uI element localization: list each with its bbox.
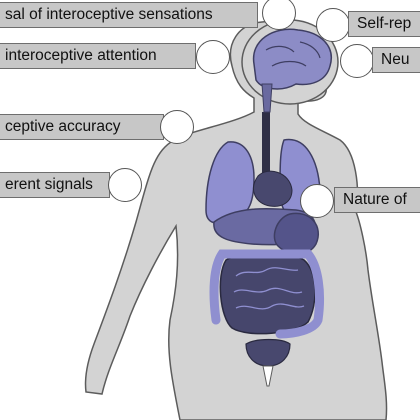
label-afferent: erent signals [0, 172, 110, 198]
label-self-rep-text: Self-rep [357, 15, 412, 32]
label-appraisal-text: sal of interoceptive sensations [5, 6, 213, 23]
urethra [262, 365, 274, 387]
marker-nature [300, 184, 334, 218]
colon [209, 249, 325, 339]
label-appraisal: sal of interoceptive sensations [0, 2, 258, 28]
marker-appraisal [262, 0, 296, 30]
brain [252, 28, 332, 90]
label-neural: Neu [372, 47, 420, 73]
label-nature: Nature of [334, 187, 420, 213]
label-nature-text: Nature of [343, 191, 407, 208]
brain-stem [261, 83, 273, 113]
marker-neural [340, 44, 374, 78]
label-attention: interoceptive attention [0, 43, 196, 69]
spinal-cord [262, 112, 270, 180]
label-accuracy: ceptive accuracy [0, 114, 164, 140]
bladder [245, 338, 291, 367]
intestine [219, 251, 316, 335]
label-attention-text: interoceptive attention [5, 47, 157, 64]
marker-self-rep [316, 8, 350, 42]
brain-gyri [265, 41, 321, 67]
label-accuracy-text: ceptive accuracy [5, 118, 121, 135]
label-afferent-text: erent signals [5, 176, 93, 193]
marker-accuracy [160, 110, 194, 144]
label-self-rep: Self-rep [348, 11, 420, 37]
intestine-folds [233, 267, 305, 310]
marker-attention [196, 40, 230, 74]
stomach [273, 212, 319, 255]
marker-afferent [108, 168, 142, 202]
heart [253, 170, 293, 207]
label-neural-text: Neu [381, 51, 410, 68]
